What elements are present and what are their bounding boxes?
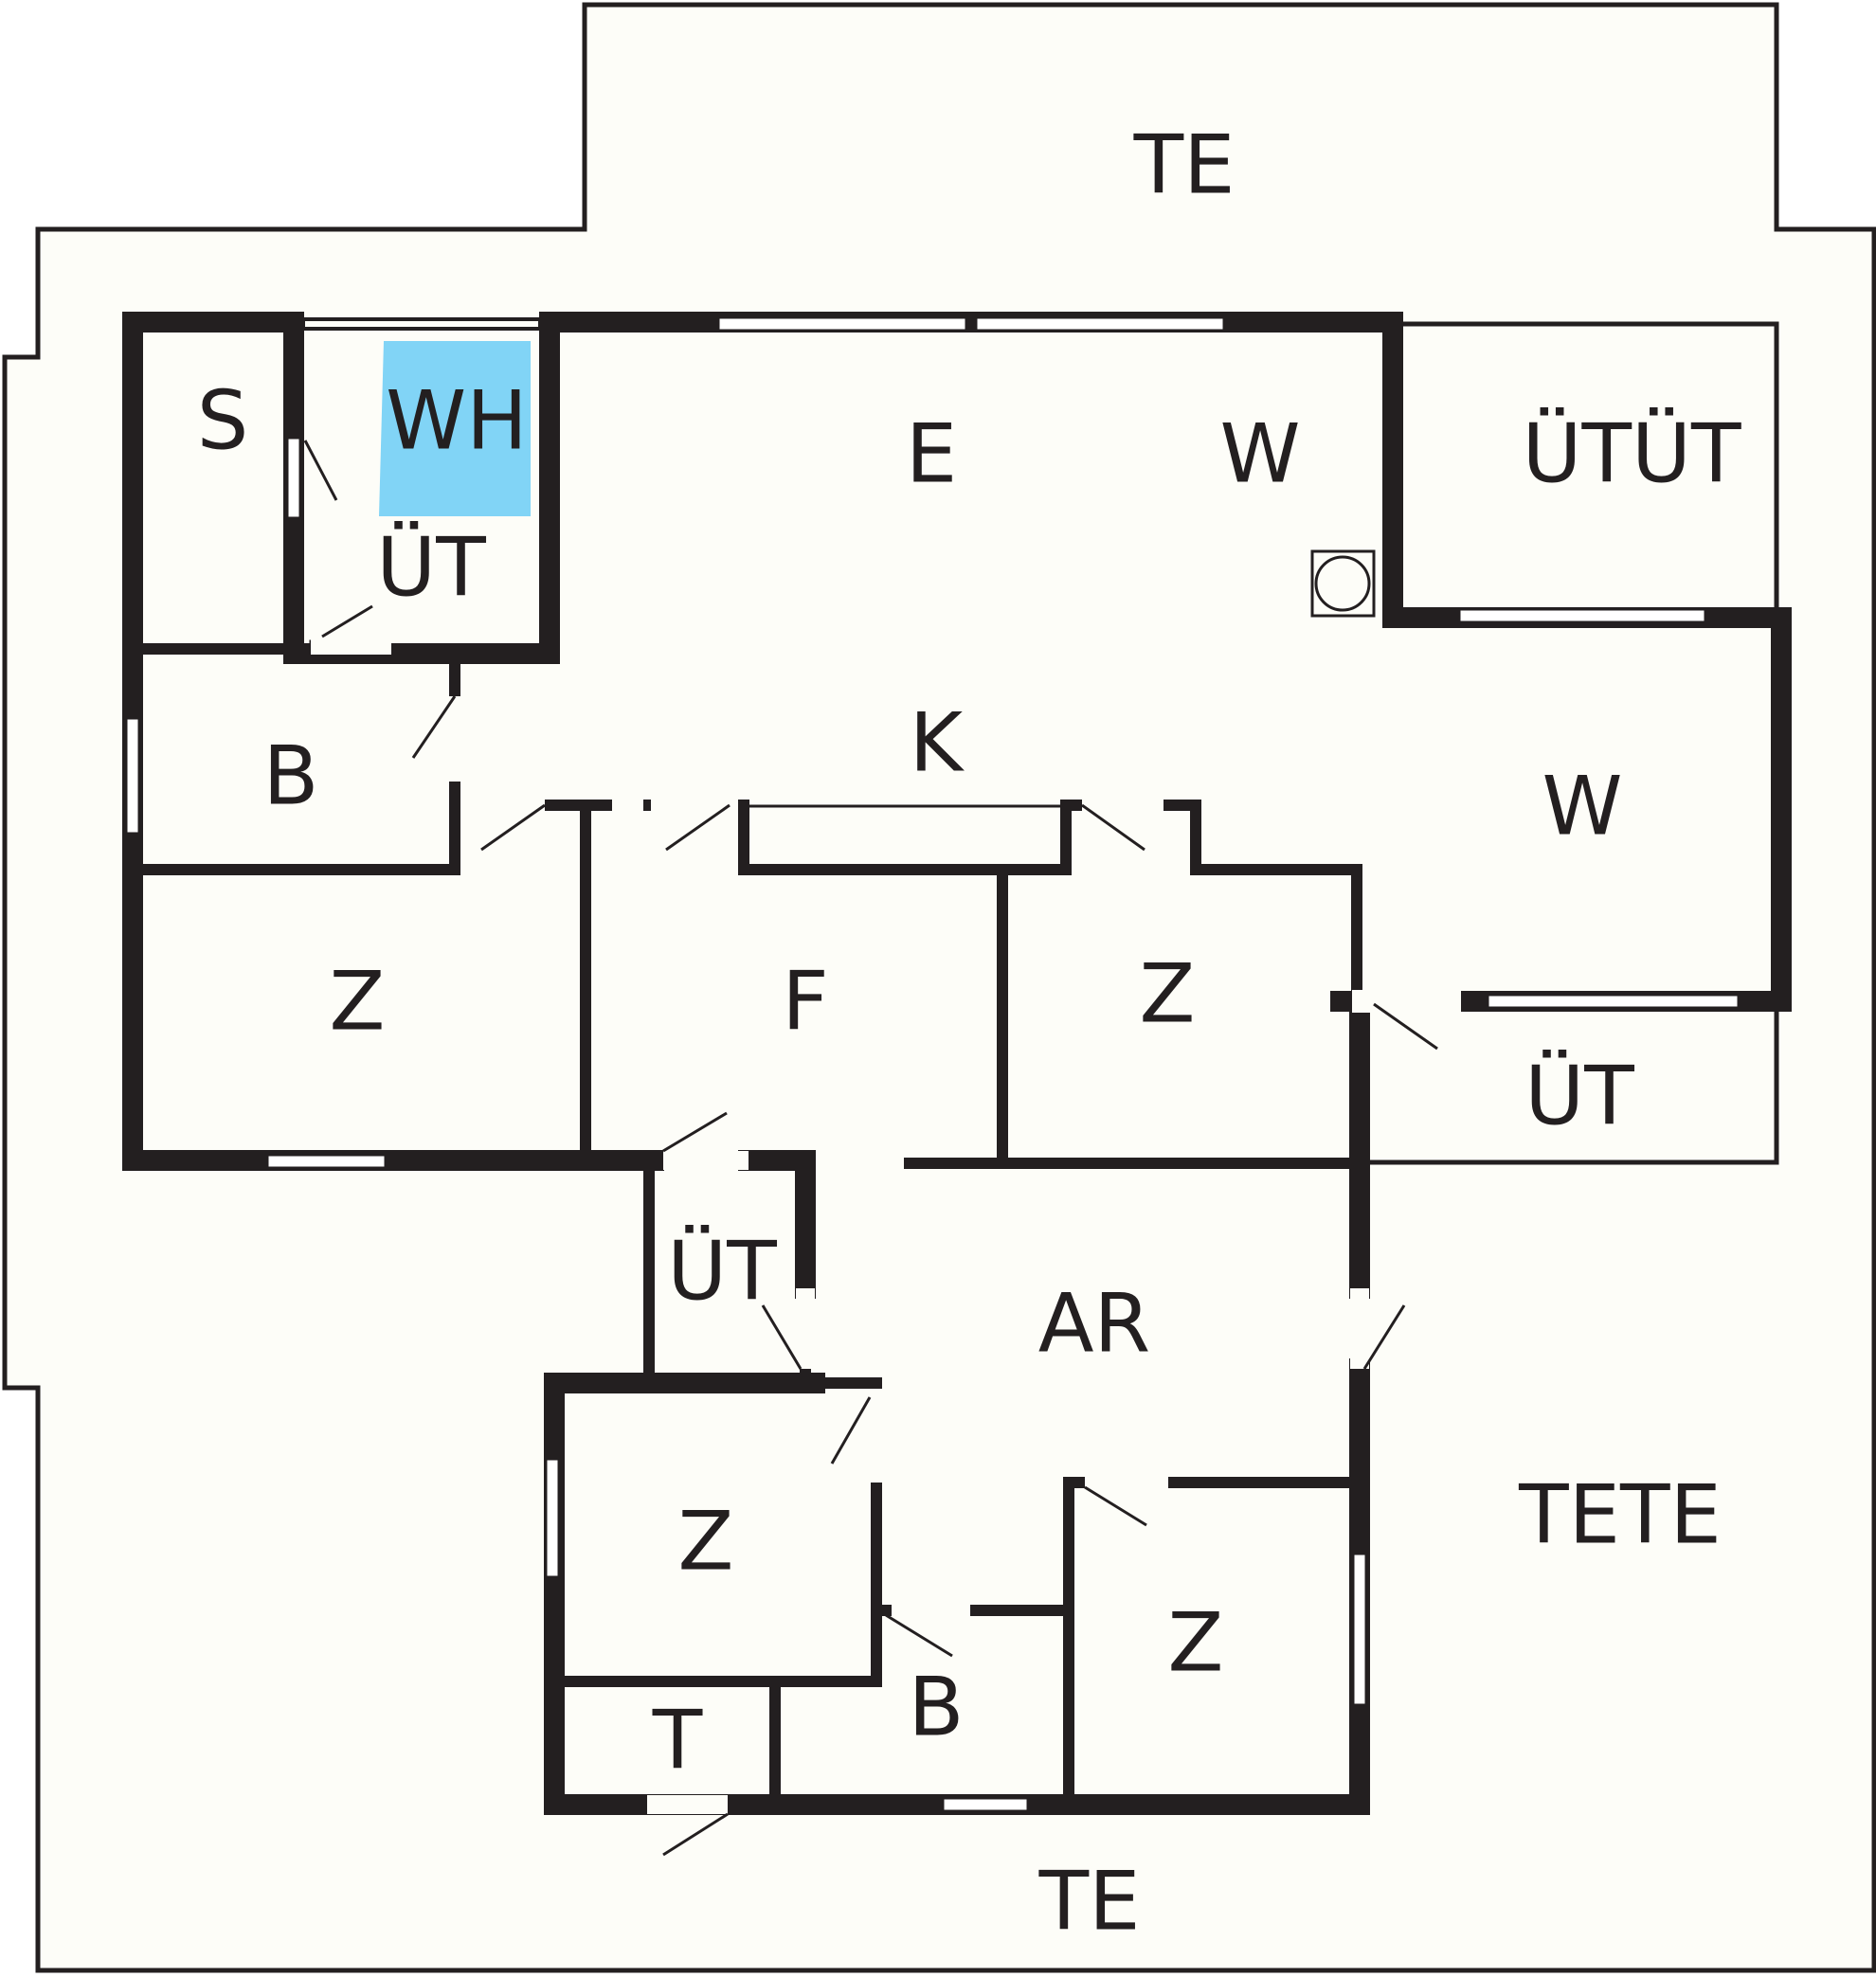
label-living-top: W — [1219, 406, 1300, 501]
label-terrace-right: TETE — [1518, 1467, 1722, 1562]
room-labels: TE S WH ÜT E W ÜTÜT B K W Z F Z ÜT ÜT AR… — [197, 117, 1741, 1949]
label-bath-top: B — [263, 728, 319, 823]
label-terrace-bottom: TE — [1038, 1854, 1141, 1949]
label-kitchen: K — [910, 695, 965, 790]
stove-icon — [1310, 549, 1376, 618]
label-corridor: F — [782, 954, 828, 1049]
label-room-lower-right: Z — [1168, 1595, 1224, 1690]
label-workroom: AR — [1038, 1276, 1151, 1371]
doors — [303, 440, 1461, 1857]
label-storage: S — [197, 373, 249, 468]
label-pantry: T — [652, 1693, 703, 1788]
label-hall-top: ÜT — [376, 520, 486, 615]
label-bath-bottom: B — [909, 1660, 965, 1754]
label-room-left: Z — [330, 954, 386, 1049]
label-hall-right: ÜT — [1524, 1049, 1634, 1143]
label-room-lower-left: Z — [678, 1494, 734, 1589]
label-glass-hall: ÜTÜT — [1523, 406, 1741, 501]
wc-highlight — [379, 341, 531, 516]
label-dining: E — [906, 406, 957, 501]
label-wc: WH — [386, 373, 528, 468]
label-hall-mid: ÜT — [667, 1224, 777, 1319]
label-room-center: Z — [1140, 946, 1196, 1041]
label-terrace-top: TE — [1133, 117, 1236, 212]
label-living-right: W — [1542, 759, 1622, 854]
